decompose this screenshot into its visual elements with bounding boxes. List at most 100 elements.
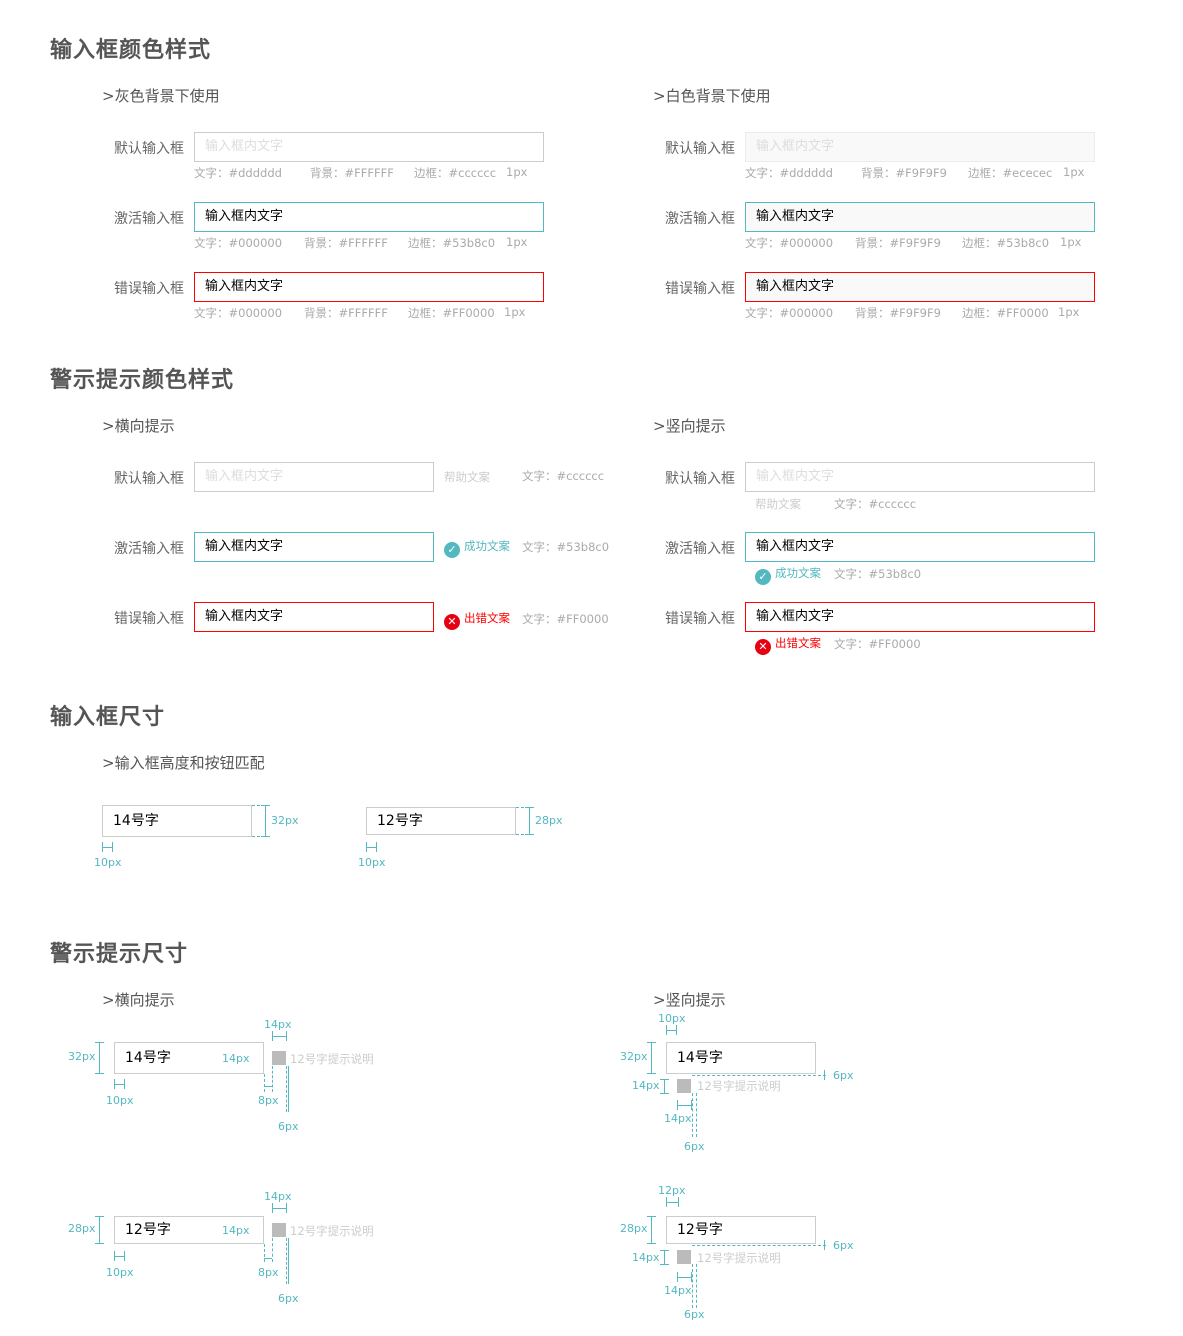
dim-icon-width: 14px	[664, 1284, 692, 1297]
dim-gap: 6px	[684, 1308, 705, 1321]
error-tip: ✕出错文案	[755, 635, 821, 655]
meta-width: 1px	[506, 165, 528, 179]
tip-icon-placeholder	[272, 1051, 286, 1065]
dim-padding: 10px	[106, 1266, 134, 1279]
default-input[interactable]: 输入框内文字	[194, 132, 544, 162]
dimension-line	[272, 1208, 286, 1209]
tip-icon-placeholder	[272, 1223, 286, 1237]
dimension-tick	[95, 1073, 104, 1074]
dimension-line	[288, 1066, 289, 1112]
dimension-line	[264, 1086, 272, 1087]
dimension-line	[677, 1277, 691, 1278]
help-tip-color: 文字：#cccccc	[522, 469, 605, 483]
dimension-tick	[261, 805, 270, 806]
dimension-line	[102, 847, 112, 848]
dim-gap: 6px	[833, 1239, 854, 1252]
error-input[interactable]: 输入框内文字	[194, 602, 434, 632]
error-input[interactable]: 输入框内文字	[194, 272, 544, 302]
dim-gap: 6px	[278, 1292, 299, 1305]
dimension-tick	[677, 1100, 678, 1110]
dimension-tick	[366, 842, 367, 852]
dim-height: 28px	[620, 1222, 648, 1235]
error-tip-text: 出错文案	[775, 636, 821, 650]
meta-text: 文字：#000000	[194, 236, 283, 250]
help-tip-color: 文字：#cccccc	[834, 497, 917, 511]
guide-line	[286, 1066, 287, 1112]
dimension-tick	[376, 842, 377, 852]
default-input[interactable]: 输入框内文字	[745, 462, 1095, 492]
label-default: 默认输入框	[665, 141, 735, 157]
guide-line	[264, 1244, 265, 1262]
meta-text: 文字：#000000	[194, 306, 283, 320]
check-circle-icon: ✓	[444, 542, 460, 558]
dimension-tick	[112, 842, 113, 852]
dimension-line	[651, 1042, 652, 1074]
success-tip-text: 成功文案	[775, 566, 821, 580]
dimension-tick	[677, 1272, 678, 1282]
meta-width: 1px	[1063, 165, 1085, 179]
active-input[interactable]: 输入框内文字	[745, 532, 1095, 562]
dimension-tick	[95, 1216, 104, 1217]
error-tip: ✕出错文案	[444, 610, 510, 630]
label-active: 激活输入框	[114, 211, 184, 227]
dimension-tick	[286, 1031, 287, 1041]
dimension-tick	[525, 834, 534, 835]
dim-padding: 12px	[658, 1184, 686, 1197]
help-tip: 帮助文案	[755, 497, 801, 511]
dimension-tick	[525, 807, 534, 808]
dimension-line	[272, 1036, 286, 1037]
dimension-tick	[691, 1100, 692, 1110]
dimension-tick	[95, 1042, 104, 1043]
dim-height: 28px	[68, 1222, 96, 1235]
meta-text: 文字：#dddddd	[745, 166, 833, 180]
success-tip-color: 文字：#53b8c0	[522, 540, 610, 554]
guide-line	[272, 1066, 273, 1092]
check-circle-icon: ✓	[755, 569, 771, 585]
label-active: 激活输入框	[665, 211, 735, 227]
dimension-line	[265, 805, 266, 837]
active-input-white[interactable]: 输入框内文字	[745, 202, 1095, 232]
error-input[interactable]: 输入框内文字	[745, 602, 1095, 632]
dimension-line	[529, 807, 530, 835]
tip-text: 12号字提示说明	[290, 1224, 374, 1238]
dimension-tick	[666, 1197, 667, 1207]
label-default: 默认输入框	[114, 141, 184, 157]
dimension-tick	[666, 1025, 667, 1035]
dim-padding: 10px	[658, 1012, 686, 1025]
dimension-line	[666, 1202, 678, 1203]
subtitle-horizontal: >横向提示	[102, 417, 175, 435]
error-input-white[interactable]: 输入框内文字	[745, 272, 1095, 302]
success-tip-text: 成功文案	[464, 539, 510, 553]
active-input[interactable]: 输入框内文字	[194, 202, 544, 232]
dimension-tick	[647, 1216, 656, 1217]
dimension-line	[264, 1258, 272, 1259]
default-input-white[interactable]: 输入框内文字	[745, 132, 1095, 162]
dimension-tick	[95, 1243, 104, 1244]
guide-line	[272, 1238, 273, 1262]
dimension-tick	[691, 1272, 692, 1282]
dim-gap: 8px	[258, 1266, 279, 1279]
dim-icon-width: 14px	[264, 1018, 292, 1031]
dimension-tick	[676, 1025, 677, 1035]
dimension-line	[114, 1256, 124, 1257]
error-tip-text: 出错文案	[464, 611, 510, 625]
dim-height: 32px	[271, 814, 299, 827]
meta-border: 边框：#cccccc	[414, 166, 497, 180]
dimension-tick	[102, 842, 103, 852]
dimension-line	[114, 1084, 124, 1085]
dimension-tick	[647, 1073, 656, 1074]
subtitle-height-match: >输入框高度和按钮匹配	[102, 754, 265, 772]
dim-gap: 6px	[684, 1140, 705, 1153]
active-input[interactable]: 输入框内文字	[194, 532, 434, 562]
meta-bg: 背景：#F9F9F9	[855, 236, 941, 250]
dimension-line	[366, 847, 376, 848]
default-input[interactable]: 输入框内文字	[194, 462, 434, 492]
dimension-line	[664, 1250, 665, 1264]
meta-bg: 背景：#F9F9F9	[855, 306, 941, 320]
dim-height: 28px	[535, 814, 563, 827]
dimension-tick	[647, 1042, 656, 1043]
meta-border: 边框：#FF0000	[408, 306, 495, 320]
dimension-tick	[824, 1070, 825, 1080]
guide-line	[692, 1264, 693, 1308]
subtitle-horizontal: >横向提示	[102, 991, 175, 1009]
